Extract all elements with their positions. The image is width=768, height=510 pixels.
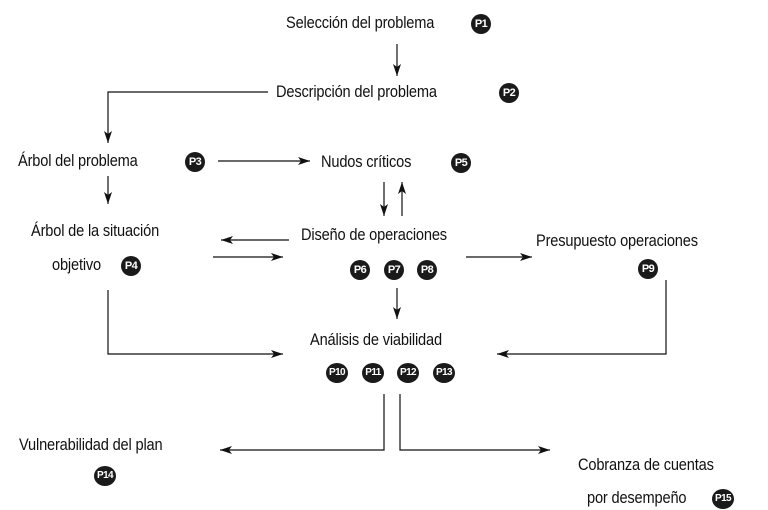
badge-p14: P14: [94, 466, 116, 486]
node-p5-label: Nudos críticos: [321, 152, 412, 171]
badge-p15: P15: [712, 489, 734, 509]
node-viability-label: Análisis de viabilidad: [310, 330, 442, 349]
node-p3-label: Árbol del problema: [18, 151, 138, 170]
node-collection-label-line1: Cobranza de cuentas: [578, 455, 714, 474]
node-p4-label-line2: objetivo: [52, 255, 102, 274]
node-budget-label: Presupuesto operaciones: [536, 231, 698, 250]
node-design-label: Diseño de operaciones: [301, 225, 447, 244]
arrow-viability-to-collection: [399, 394, 550, 454]
badge-p12: P12: [397, 363, 419, 383]
node-p2-label: Descripción del problema: [276, 82, 437, 101]
badge-p7: P7: [384, 260, 404, 280]
arrow-p4-to-viability: [107, 290, 283, 358]
badge-p11: P11: [362, 363, 384, 383]
node-vulnerability-label: Vulnerabilidad del plan: [19, 435, 163, 454]
badge-p6: P6: [350, 260, 370, 280]
badge-p5: P5: [451, 153, 471, 173]
badge-p8: P8: [417, 260, 437, 280]
arrow-viability-to-vulnerability: [220, 394, 385, 454]
badge-p13: P13: [433, 363, 455, 383]
arrow-p2-to-p3: [104, 91, 268, 143]
badge-p2: P2: [499, 83, 519, 103]
node-collection-label-line2: por desempeño: [587, 488, 687, 507]
badge-p1: P1: [471, 14, 491, 34]
badge-p10: P10: [326, 363, 348, 383]
badge-p9: P9: [638, 259, 658, 279]
badge-p3: P3: [185, 152, 205, 172]
badge-p4: P4: [121, 256, 141, 276]
arrow-budget-to-viability: [497, 280, 667, 358]
node-p1-label: Selección del problema: [286, 13, 435, 32]
node-p4-label-line1: Árbol de la situación: [31, 221, 160, 240]
